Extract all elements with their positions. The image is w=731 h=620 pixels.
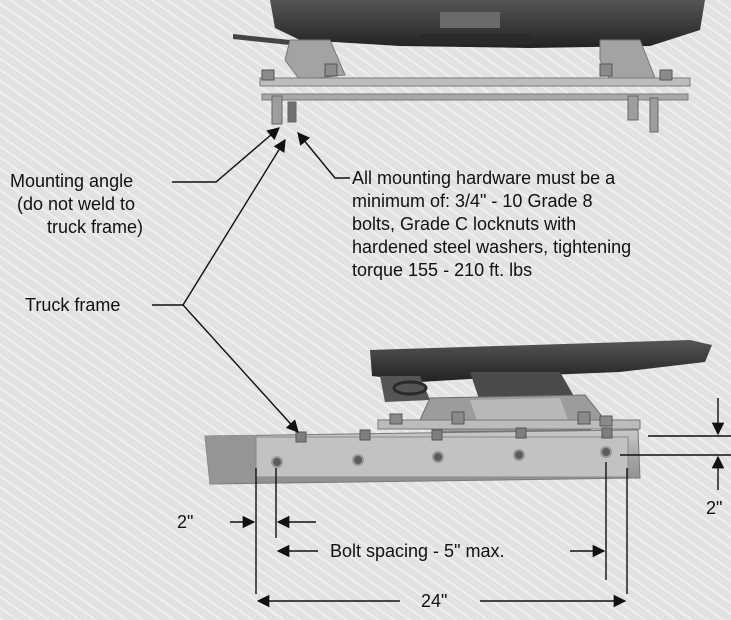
dim-offset-right-label: 2" bbox=[706, 498, 723, 518]
frame-bolts bbox=[295, 427, 613, 443]
truck-frame-label: Truck frame bbox=[25, 295, 121, 315]
leader-lines bbox=[152, 127, 350, 433]
hardware-note-line2: minimum of: 3/4" - 10 Grade 8 bbox=[352, 191, 593, 211]
top-hitch-illustration bbox=[233, 0, 705, 133]
hardware-note-line3: bolts, Grade C locknuts with bbox=[352, 214, 577, 234]
top-cross-rail bbox=[259, 77, 691, 87]
dim-offset-left-label: 2" bbox=[177, 512, 194, 532]
frame-bolt-holes bbox=[271, 446, 612, 468]
dimension-lines bbox=[230, 398, 731, 608]
truck-frame-leader-2 bbox=[182, 304, 299, 433]
mounting-angle-top bbox=[271, 95, 659, 133]
mounting-angle-label-line3: truck frame) bbox=[47, 217, 144, 237]
hardware-note-line5: torque 155 - 210 ft. lbs bbox=[352, 260, 533, 280]
hardware-leader bbox=[297, 132, 350, 179]
bottom-hitch-illustration bbox=[370, 340, 712, 433]
truck-frame-rail bbox=[204, 427, 641, 485]
hardware-note-line4: hardened steel washers, tightening bbox=[352, 237, 632, 257]
mounting-angle-label-line2: (do not weld to bbox=[17, 194, 136, 214]
truck-frame-leader bbox=[152, 138, 286, 306]
release-handle bbox=[233, 34, 290, 45]
hardware-note-line1: All mounting hardware must be a bbox=[352, 168, 616, 188]
bottom-hitch-plate bbox=[370, 340, 712, 382]
overall-length-label: 24" bbox=[421, 591, 448, 611]
bolt-spacing-label: Bolt spacing - 5" max. bbox=[330, 541, 505, 561]
mounting-angle-leader bbox=[172, 127, 280, 183]
mounting-angle-label: Mounting angle bbox=[10, 171, 134, 191]
bottom-cross-rail bbox=[377, 419, 641, 430]
